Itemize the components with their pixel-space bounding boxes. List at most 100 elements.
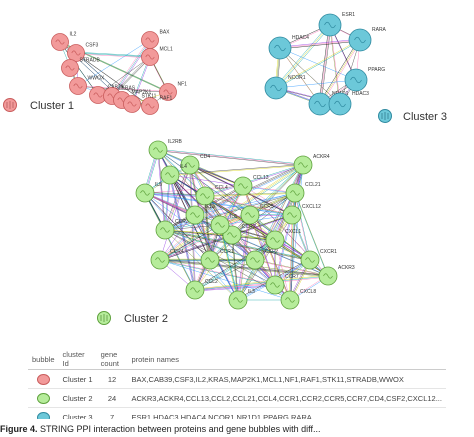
protein-node[interactable]: ESR1 [318,12,355,37]
header-cluster-id: cluster Id [58,349,97,370]
interaction-edge [294,192,328,276]
protein-structure-icon [314,100,326,108]
interaction-edge [97,56,151,96]
cluster-summary-table: bubble cluster Id gene count protein nam… [28,349,446,419]
interaction-edge [157,148,303,165]
interaction-edge [195,276,329,292]
protein-node[interactable]: CCR5 [240,204,274,225]
table-row: Cluster 1 12 BAX,CAB39,CSF3,IL2,KRAS,MAP… [28,369,446,389]
protein-node-label: KRAS [122,86,136,92]
row-3-cluster-id: Cluster 3 [58,407,97,419]
protein-node[interactable]: CCL21 [285,182,321,203]
protein-node[interactable]: CXCR1 [300,249,337,270]
cluster-summary-table-wrap: bubble cluster Id gene count protein nam… [28,349,446,419]
protein-node[interactable]: CD4 [180,154,210,175]
protein-node-label: NCOR1 [288,75,306,81]
protein-node-label: IL3 [248,289,255,295]
protein-node[interactable]: ACKR3 [318,265,355,286]
table-row: Cluster 3 7 ESR1,HDAC3,HDAC4,NCOR1,NR1D1… [28,407,446,419]
protein-node[interactable]: STK11 [123,94,157,113]
interaction-edge [159,259,291,301]
protein-node[interactable]: CCL2 [185,279,218,300]
protein-node[interactable]: CXCL1 [265,229,301,250]
cluster-2-nodes: IL2RBACKR4CD4CCL13IL4CCL21IL5CXCL12CCR5C… [135,139,355,310]
interaction-edge [294,192,310,260]
protein-node[interactable]: MCL1 [141,47,174,66]
interaction-edge [76,53,151,59]
interaction-edge [205,193,296,197]
protein-node[interactable]: PPARG [344,67,385,92]
protein-node[interactable]: IL6 [210,214,237,235]
cluster-3-bubble-icon [378,109,392,123]
protein-structure-icon [323,273,333,279]
interaction-edge [204,164,303,196]
protein-node[interactable]: RARA [348,27,387,52]
interaction-edge [320,25,332,105]
protein-node[interactable]: IL2 [51,32,77,51]
protein-node[interactable]: NF1 [159,82,188,101]
protein-node-label: CCR2 [242,224,256,230]
protein-node-label: CCR3 [175,219,189,225]
protein-node-label: CXCR1 [320,249,337,255]
interaction-edge [77,39,151,87]
protein-node[interactable]: HDAC3 [328,91,369,116]
protein-node-label: CCR1 [220,249,234,255]
protein-node-label: MAP2K1 [132,90,152,96]
protein-node[interactable]: IL2RB [148,139,183,160]
protein-node[interactable]: RAF1 [141,96,173,115]
protein-node[interactable]: HDAC4 [268,35,309,60]
interaction-edge [189,164,195,290]
protein-node[interactable]: CSF3 [67,43,99,62]
protein-structure-icon [145,103,155,109]
interaction-edge [159,258,328,276]
interaction-edge [75,51,150,57]
protein-structure-icon [227,232,237,238]
interaction-edge [157,149,304,166]
protein-node-label: CCR5 [260,204,274,210]
protein-node[interactable]: WWOX [69,76,105,95]
protein-node[interactable]: STRADB [61,58,101,77]
interaction-edge [158,150,304,167]
protein-node[interactable]: CCR1 [200,249,234,270]
cluster-3-swatch-icon [36,411,50,419]
protein-structure-icon [145,54,155,60]
protein-node-label: PPARG [368,67,385,73]
protein-node[interactable]: CXCL12 [282,204,321,225]
protein-node-label: IL13 [205,204,215,210]
protein-structure-icon [298,162,308,168]
row-2-gene-count: 24 [96,388,128,408]
protein-node[interactable]: ACKR4 [293,154,330,175]
protein-structure-icon [200,193,210,199]
protein-node-label: CSF2 [265,249,278,255]
interaction-edge [205,196,276,241]
protein-node[interactable]: IL13 [185,204,215,225]
cluster-3-nodes: ESR1HDAC4RARANCOR1PPARGNR1D1HDAC3 [264,12,387,116]
protein-node[interactable]: CXCL8 [280,289,316,310]
interaction-edge [280,48,342,106]
protein-node-label: WWOX [88,76,105,82]
protein-node[interactable]: CCR4 [150,249,184,270]
figure-caption: Figure 4. STRING PPI interaction between… [0,424,474,437]
protein-node[interactable]: CCL4 [195,185,228,206]
protein-structure-icon [290,190,300,196]
interaction-edge [275,39,360,88]
protein-node[interactable]: NCOR1 [264,75,306,100]
interaction-edge [194,192,296,216]
interaction-edge [319,24,331,105]
row-1-bubble [28,369,59,389]
interaction-edge [165,230,276,241]
interaction-edge [232,235,329,277]
protein-node[interactable]: CSF2 [245,249,278,270]
protein-node[interactable]: CCR3 [155,219,189,240]
protein-structure-icon [324,21,336,29]
protein-structure-icon [190,212,200,218]
protein-node[interactable]: CCL13 [233,175,269,196]
protein-node[interactable]: CCR7 [265,274,299,295]
table-row: Cluster 2 24 ACKR3,ACKR4,CCL13,CCL2,CCL2… [28,388,446,408]
protein-node-label: CCR4 [170,249,184,255]
protein-node[interactable]: IL3 [228,289,255,310]
protein-node[interactable]: IL4 [160,164,187,185]
interaction-edge [158,150,197,217]
interaction-edge [164,229,275,240]
protein-node[interactable]: IL5 [135,182,162,203]
